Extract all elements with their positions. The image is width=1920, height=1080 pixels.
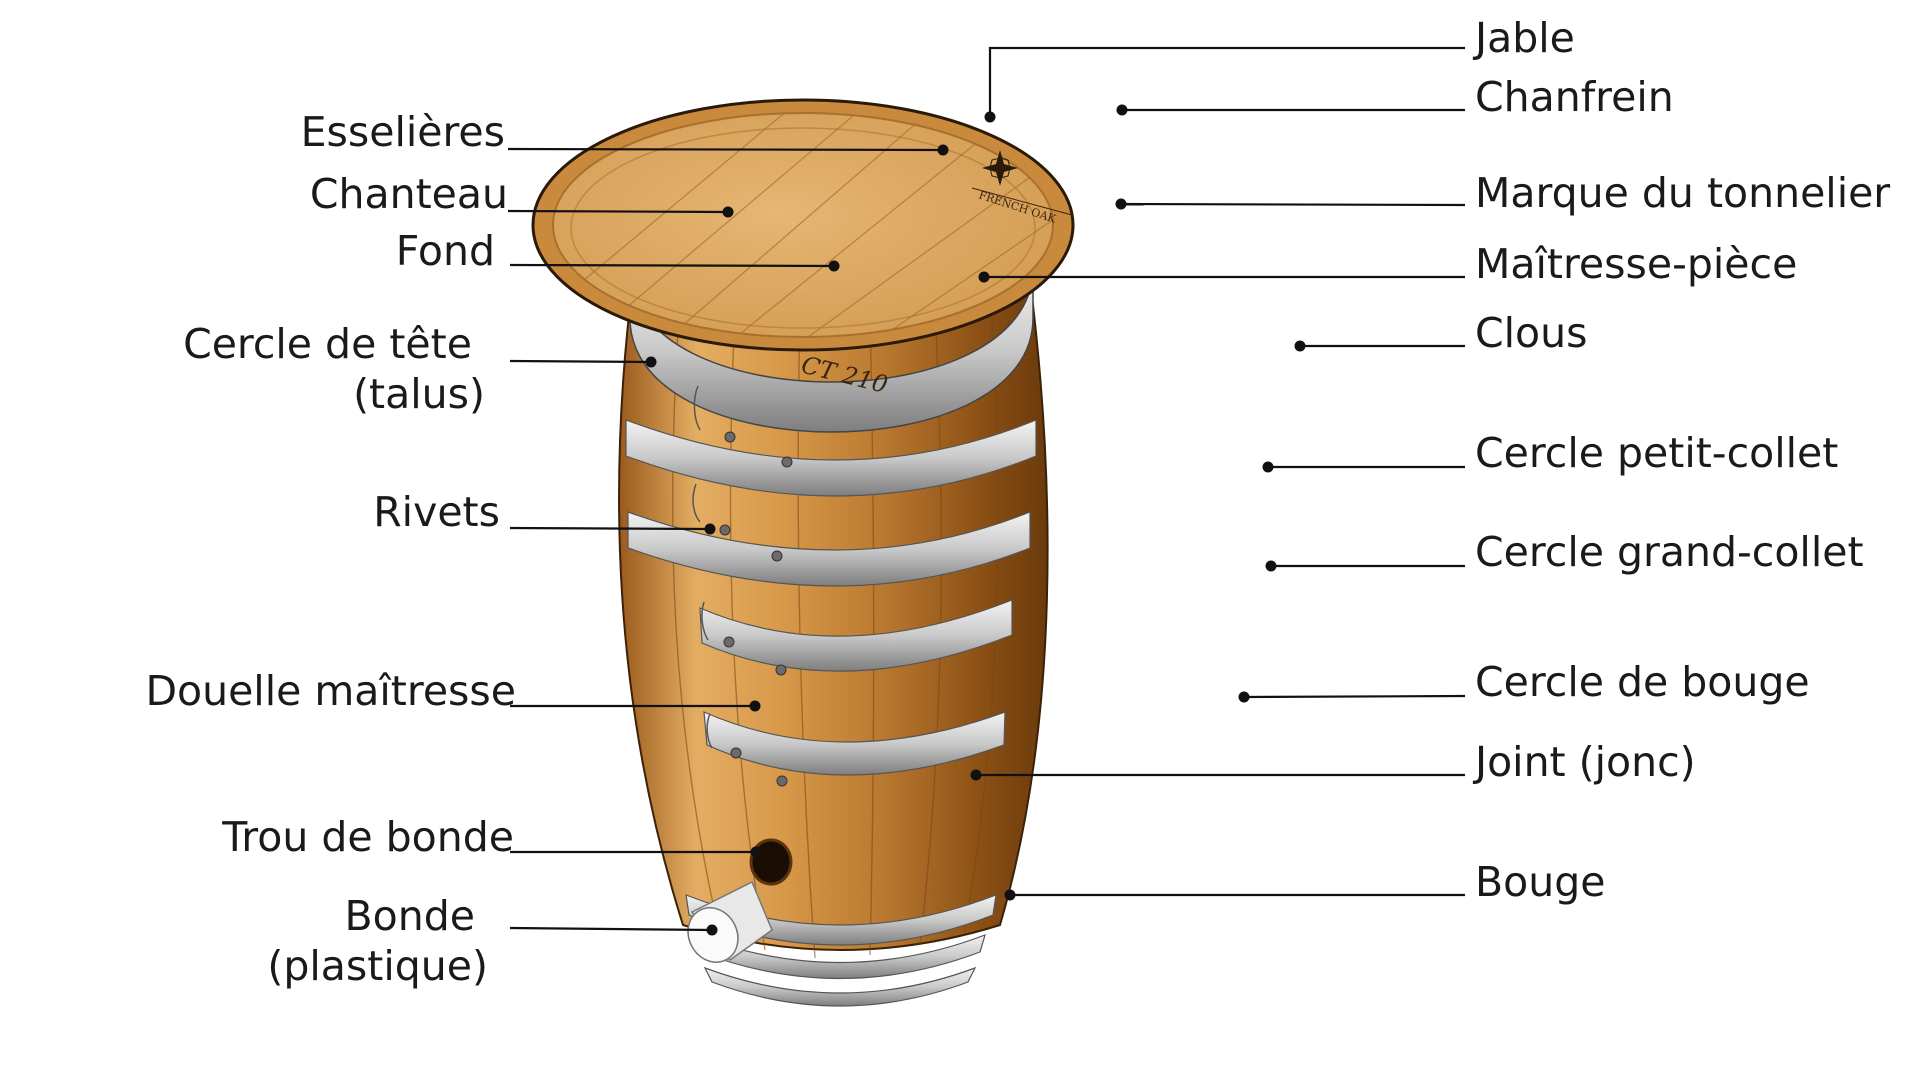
leader-dot-jable — [984, 111, 996, 123]
leader-fond — [509, 263, 835, 268]
label-maitresse-piece: Maîtresse-pièce — [1475, 240, 1797, 288]
leader-dot-trou-de-bonde — [750, 846, 762, 858]
label-chanteau: Chanteau — [310, 170, 508, 218]
label-jable: Jable — [1472, 14, 1575, 62]
labels-left: Esselières Chanteau Fond Cercle de tête … — [145, 108, 516, 990]
leader-marque-du-tonnelier — [1120, 202, 1466, 207]
middle-hoops — [625, 419, 1037, 776]
leader-dot-fond — [828, 260, 840, 272]
leader-jable — [988, 46, 1465, 117]
leader-dot-joint — [970, 769, 982, 781]
label-marque-du-tonnelier: Marque du tonnelier — [1475, 169, 1890, 217]
label-fond: Fond — [396, 227, 495, 275]
leader-dot-rivets — [704, 523, 716, 535]
leader-dot-cercle-grand-collet — [1265, 560, 1277, 572]
leader-dot-cercle-petit-collet — [1262, 461, 1274, 473]
leader-dot-maitresse-piece — [978, 271, 990, 283]
label-douelle-maitresse: Douelle maîtresse — [145, 667, 516, 715]
label-cercle-petit-collet: Cercle petit-collet — [1475, 429, 1838, 477]
label-cercle-de-bouge: Cercle de bouge — [1475, 658, 1810, 706]
labels-right: Jable Chanfrein Marque du tonnelier Maît… — [1472, 14, 1890, 906]
leader-lines — [507, 46, 1466, 936]
leader-rivets — [509, 526, 711, 531]
leader-dot-bouge — [1004, 889, 1016, 901]
label-rivets: Rivets — [373, 488, 500, 536]
label-joint: Joint (jonc) — [1472, 738, 1696, 786]
barrel-head — [552, 112, 1054, 338]
label-chanfrein: Chanfrein — [1475, 73, 1674, 121]
leader-bonde — [509, 926, 713, 932]
label-bonde: Bonde (plastique) — [267, 892, 488, 990]
label-cercle-de-tete: Cercle de tête (talus) — [183, 320, 485, 418]
leader-dot-marque-du-tonnelier — [1115, 198, 1127, 210]
leader-dot-esselieres — [937, 144, 949, 156]
leader-cercle-de-bouge — [1243, 694, 1466, 699]
label-clous: Clous — [1475, 309, 1587, 357]
label-esselieres: Esselières — [301, 108, 505, 156]
leader-dot-cercle-de-tete — [645, 356, 657, 368]
leader-dot-douelle-maitresse — [749, 700, 761, 712]
label-trou-de-bonde: Trou de bonde — [221, 813, 514, 861]
head-hoop — [629, 267, 1034, 433]
barrel: FRENCH OAK CT 210 — [531, 98, 1075, 1007]
leader-dot-cercle-de-bouge — [1238, 691, 1250, 703]
leader-dot-chanfrein — [1116, 104, 1128, 116]
leader-dot-bonde — [706, 924, 718, 936]
cooper-mark-star — [982, 150, 1018, 186]
leader-esselieres — [507, 147, 944, 152]
rivets — [719, 431, 793, 787]
leader-chanteau — [507, 209, 729, 214]
leader-cercle-de-tete — [509, 359, 652, 364]
label-cercle-grand-collet: Cercle grand-collet — [1475, 528, 1864, 576]
leader-dot-chanteau — [722, 206, 734, 218]
leader-dot-clous — [1294, 340, 1306, 352]
label-bouge: Bouge — [1475, 858, 1605, 906]
